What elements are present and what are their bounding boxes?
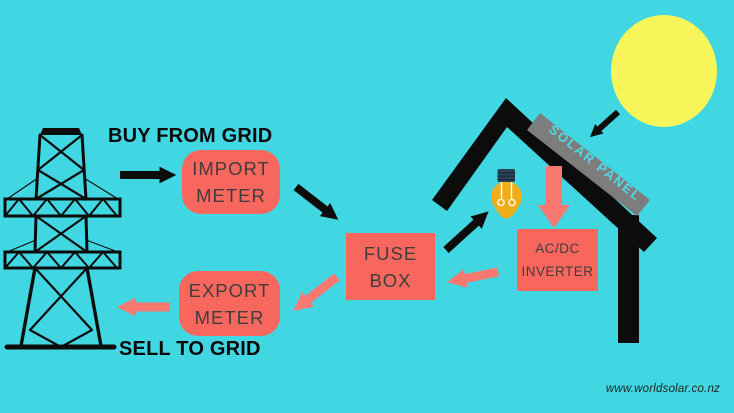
transmission-tower-icon bbox=[3, 128, 122, 350]
house-roof bbox=[432, 98, 657, 252]
import-meter-box: IMPORT METER bbox=[182, 150, 280, 214]
arrow-fuse-box-to-bulb bbox=[443, 211, 489, 253]
import-meter-label-line1: IMPORT bbox=[192, 158, 270, 179]
export-meter-box: EXPORT METER bbox=[179, 271, 280, 336]
sell-to-grid-label: SELL TO GRID bbox=[119, 338, 261, 360]
fuse-box-label-line2: BOX bbox=[369, 269, 412, 291]
arrow-sun-to-solar-panel bbox=[590, 109, 621, 138]
watermark-url: www.worldsolar.co.nz bbox=[605, 383, 720, 395]
arrow-solar-panel-to-inverter bbox=[538, 166, 570, 228]
light-bulb-icon bbox=[491, 169, 522, 219]
export-meter-label-line1: EXPORT bbox=[188, 279, 271, 301]
house-icon bbox=[432, 98, 657, 343]
house-wall bbox=[618, 215, 639, 343]
import-meter-label-line2: METER bbox=[196, 185, 266, 206]
arrow-fuse-box-to-export-meter bbox=[293, 273, 340, 311]
fuse-box: FUSE BOX bbox=[346, 233, 435, 300]
coral-arrows bbox=[116, 166, 570, 317]
inverter-label-line1: AC/DC bbox=[535, 241, 580, 256]
fuse-box-label-line1: FUSE bbox=[363, 242, 418, 264]
arrow-import-meter-to-fuse-box bbox=[293, 183, 339, 220]
black-arrows bbox=[120, 109, 621, 253]
buy-from-grid-label: BUY FROM GRID bbox=[108, 125, 273, 147]
inverter-label-line2: INVERTER bbox=[521, 264, 594, 279]
arrow-inverter-to-fuse-box bbox=[447, 267, 499, 288]
ac-dc-inverter-box: AC/DC INVERTER bbox=[517, 229, 598, 291]
export-meter-label-line2: METER bbox=[194, 306, 265, 328]
sun-icon bbox=[611, 15, 717, 127]
